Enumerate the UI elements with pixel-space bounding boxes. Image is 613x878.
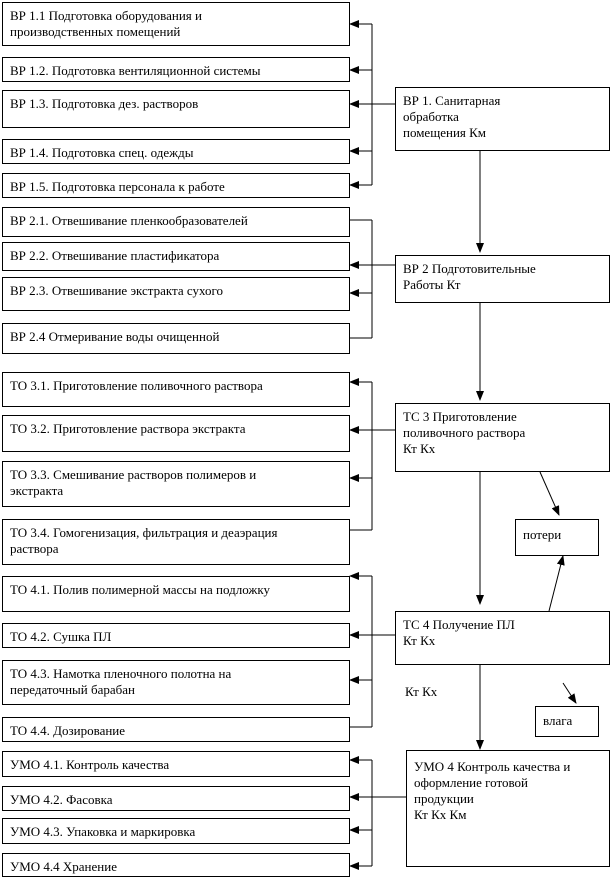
box-poteri: потери <box>515 519 599 556</box>
box-vr13: ВР 1.3. Подготовка дез. растворов <box>2 90 350 128</box>
arrow-ts4-to-poteri <box>548 555 565 612</box>
box-vr22: ВР 2.2. Отвешивание пластификатора <box>2 242 350 271</box>
box-to44: ТО 4.4. Дозирование <box>2 717 350 742</box>
box-umo43: УМО 4.3. Упаковка и маркировка <box>2 818 350 844</box>
box-to41: ТО 4.1. Полив полимерной массы на подлож… <box>2 576 350 612</box>
box-umo4-main: УМО 4 Контроль качества и оформление гот… <box>406 750 610 867</box>
box-to34: ТО 3.4. Гомогенизация, фильтрация и деаэ… <box>2 519 350 565</box>
box-vr12: ВР 1.2. Подготовка вентиляционной систем… <box>2 57 350 82</box>
box-vr2-main: ВР 2 Подготовительные Работы Кт <box>395 255 610 303</box>
box-vr23: ВР 2.3. Отвешивание экстракта сухого <box>2 277 350 311</box>
box-umo41: УМО 4.1. Контроль качества <box>2 751 350 777</box>
box-to43: ТО 4.3. Намотка пленочного полотна на пе… <box>2 660 350 705</box>
box-vr11: ВР 1.1 Подготовка оборудования и произво… <box>2 2 350 46</box>
box-vr14: ВР 1.4. Подготовка спец. одежды <box>2 139 350 164</box>
box-vr1-main: ВР 1. Санитарная обработка помещения Км <box>395 87 610 151</box>
box-vr24: ВР 2.4 Отмеривание воды очищенной <box>2 323 350 354</box>
arrow-ts4-to-vlaga <box>562 682 577 704</box>
box-to31: ТО 3.1. Приготовление поливочного раство… <box>2 372 350 407</box>
box-to32: ТО 3.2. Приготовление раствора экстракта <box>2 415 350 452</box>
box-vlaga: влага <box>535 706 599 737</box>
box-ts4-main: ТС 4 Получение ПЛ Кт Кх <box>395 611 610 665</box>
box-to33: ТО 3.3. Смешивание растворов полимеров и… <box>2 461 350 507</box>
box-ts3-main: ТС 3 Приготовление поливочного раствора … <box>395 403 610 472</box>
box-vr15: ВР 1.5. Подготовка персонала к работе <box>2 173 350 198</box>
box-to42: ТО 4.2. Сушка ПЛ <box>2 623 350 648</box>
box-umo42: УМО 4.2. Фасовка <box>2 786 350 811</box>
box-umo44: УМО 4.4 Хранение <box>2 853 350 877</box>
ts4-control-label: Кт Кх <box>405 684 438 699</box>
arrow-ts3-to-poteri <box>539 471 560 516</box>
box-vr21: ВР 2.1. Отвешивание пленкообразователей <box>2 207 350 237</box>
